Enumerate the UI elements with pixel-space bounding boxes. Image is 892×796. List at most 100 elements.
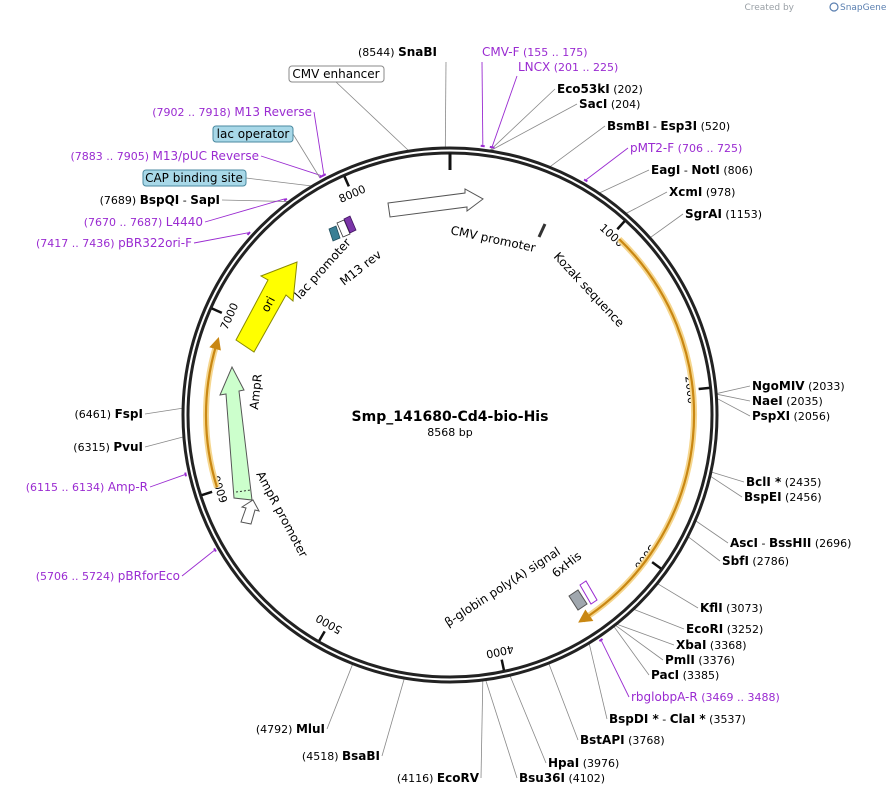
lac-operator-label: lac operator bbox=[217, 127, 290, 141]
tick-mark bbox=[318, 630, 326, 642]
primer-name: L4440 bbox=[166, 215, 203, 229]
enzyme-name: EcoRV bbox=[437, 771, 480, 785]
enzyme-position: (4102) bbox=[565, 772, 605, 785]
enzyme-hpai: HpaI (3976) bbox=[548, 756, 619, 770]
primer-m13-puc-reverse: (7883 .. 7905) M13/pUC Reverse bbox=[70, 149, 259, 163]
enzyme-connector bbox=[710, 471, 745, 483]
feature-connector bbox=[292, 133, 321, 179]
credit-prefix: Created by bbox=[744, 3, 794, 13]
primer-range: (7883 .. 7905) bbox=[70, 150, 152, 163]
cmv-enhancer-box: CMV enhancer bbox=[288, 65, 385, 83]
ampr-orf-arc bbox=[204, 343, 219, 488]
enzyme-connector bbox=[716, 397, 751, 417]
enzyme-position: (202) bbox=[610, 83, 643, 96]
enzyme-name: HpaI bbox=[548, 756, 579, 770]
credit-brand: SnapGene bbox=[840, 3, 887, 13]
lac-operator-mark bbox=[336, 219, 351, 238]
cmv-enhancer-label: CMV enhancer bbox=[292, 67, 379, 81]
primer-range: (3469 .. 3488) bbox=[698, 691, 780, 704]
primer-l4440: (7670 .. 7687) L4440 bbox=[84, 215, 203, 229]
ampr-arrow bbox=[219, 365, 253, 501]
enzyme-position: (1153) bbox=[722, 208, 762, 221]
enzyme-pspxi: PspXI (2056) bbox=[752, 409, 830, 423]
enzyme-name: BsaBI bbox=[342, 749, 380, 763]
enzyme-name: SbfI bbox=[722, 554, 749, 568]
primer-mark bbox=[480, 144, 485, 148]
enzyme-bstapi: BstAPI (3768) bbox=[580, 733, 665, 747]
cap-binding-site-box: CAP binding site bbox=[142, 169, 247, 187]
enzyme-position: (978) bbox=[702, 186, 735, 199]
ori-label: ori bbox=[258, 294, 278, 314]
enzyme-position: (2035) bbox=[783, 395, 823, 408]
enzyme-ngomiv: NgoMIV (2033) bbox=[752, 379, 845, 393]
enzyme-connector bbox=[616, 623, 675, 646]
enzyme-position: (2456) bbox=[782, 491, 822, 504]
primer-mark bbox=[598, 638, 604, 642]
enzyme-connector bbox=[144, 407, 184, 415]
enzyme-position: - bbox=[659, 713, 670, 726]
primer-cmv-f: CMV-F (155 .. 175) bbox=[482, 45, 588, 59]
enzyme-connector bbox=[716, 385, 751, 395]
primer-amp-r: (6115 .. 6134) Amp-R bbox=[26, 480, 148, 494]
enzyme-name: NotI bbox=[691, 163, 720, 177]
enzyme-connector bbox=[485, 679, 518, 779]
primer-connector bbox=[260, 155, 322, 176]
tick-label: 8000 bbox=[337, 183, 368, 206]
enzyme-connector bbox=[695, 520, 729, 544]
primer-name: pBR322ori-F bbox=[118, 236, 192, 250]
enzyme-bsabi: (4518) BsaBI bbox=[302, 749, 380, 763]
enzyme-fspi: (6461) FspI bbox=[75, 407, 143, 421]
enzyme-connector bbox=[549, 125, 606, 168]
primer-pmt2-f: pMT2-F (706 .. 725) bbox=[630, 141, 742, 155]
enzyme-asci: AscI - BssHII (2696) bbox=[730, 536, 851, 550]
enzyme-connector bbox=[489, 88, 556, 152]
primer-range: (155 .. 175) bbox=[519, 46, 587, 59]
enzyme-position: (4116) bbox=[397, 772, 437, 785]
enzyme-name: Esp3I bbox=[660, 119, 697, 133]
primer-connector bbox=[491, 75, 518, 147]
tick-mark bbox=[616, 220, 626, 231]
plasmid-size: 8568 bp bbox=[427, 426, 472, 439]
enzyme-paci: PacI (3385) bbox=[651, 668, 719, 682]
enzyme-position: - bbox=[758, 537, 769, 550]
enzyme-name: BclI * bbox=[746, 475, 782, 489]
enzyme-position: (3385) bbox=[679, 669, 719, 682]
enzyme-name: BssHII bbox=[769, 536, 811, 550]
enzyme-position: (3537) bbox=[706, 713, 746, 726]
tick-mark bbox=[500, 659, 506, 671]
enzyme-name: XcmI bbox=[669, 185, 702, 199]
enzyme-connector bbox=[625, 191, 668, 215]
primer-range: (7670 .. 7687) bbox=[84, 216, 166, 229]
enzyme-position: (4792) bbox=[256, 723, 296, 736]
tick-mark bbox=[698, 386, 710, 391]
enzyme-name: Eco53kI bbox=[557, 82, 610, 96]
enzyme-pvui: (6315) PvuI bbox=[73, 440, 143, 454]
kozak-mark bbox=[537, 223, 547, 238]
enzyme-position: - bbox=[649, 120, 660, 133]
enzyme-connector bbox=[656, 583, 699, 609]
enzyme-bspdi: BspDI * - ClaI * (3537) bbox=[609, 712, 746, 726]
enzyme-saci: SacI (204) bbox=[579, 97, 640, 111]
primer-mark bbox=[489, 145, 495, 149]
primer-connector bbox=[181, 550, 215, 577]
enzyme-connector bbox=[444, 61, 447, 149]
enzyme-name: XbaI bbox=[676, 638, 706, 652]
enzyme-sbfi: SbfI (2786) bbox=[722, 554, 789, 568]
primer-mark bbox=[322, 173, 327, 177]
ampr-orf-arrowhead bbox=[209, 336, 221, 351]
label-connectors bbox=[144, 61, 751, 779]
tick-mark bbox=[651, 561, 662, 570]
beta-globin-mark bbox=[568, 589, 588, 611]
enzyme-name: SapI bbox=[190, 193, 220, 207]
primer-range: (6115 .. 6134) bbox=[26, 481, 108, 494]
primer-connector bbox=[193, 232, 249, 244]
primer-connector bbox=[149, 474, 185, 488]
cmv-promoter-label: CMV promoter bbox=[449, 223, 537, 255]
tick-label: 7000 bbox=[218, 301, 241, 332]
enzyme-position: (3252) bbox=[723, 623, 763, 636]
enzyme-name: EagI bbox=[651, 163, 680, 177]
enzyme-position: (806) bbox=[720, 164, 753, 177]
enzyme-name: BspDI * bbox=[609, 712, 659, 726]
enzyme-name: NaeI bbox=[752, 394, 783, 408]
enzyme-name: NgoMIV bbox=[752, 379, 805, 393]
